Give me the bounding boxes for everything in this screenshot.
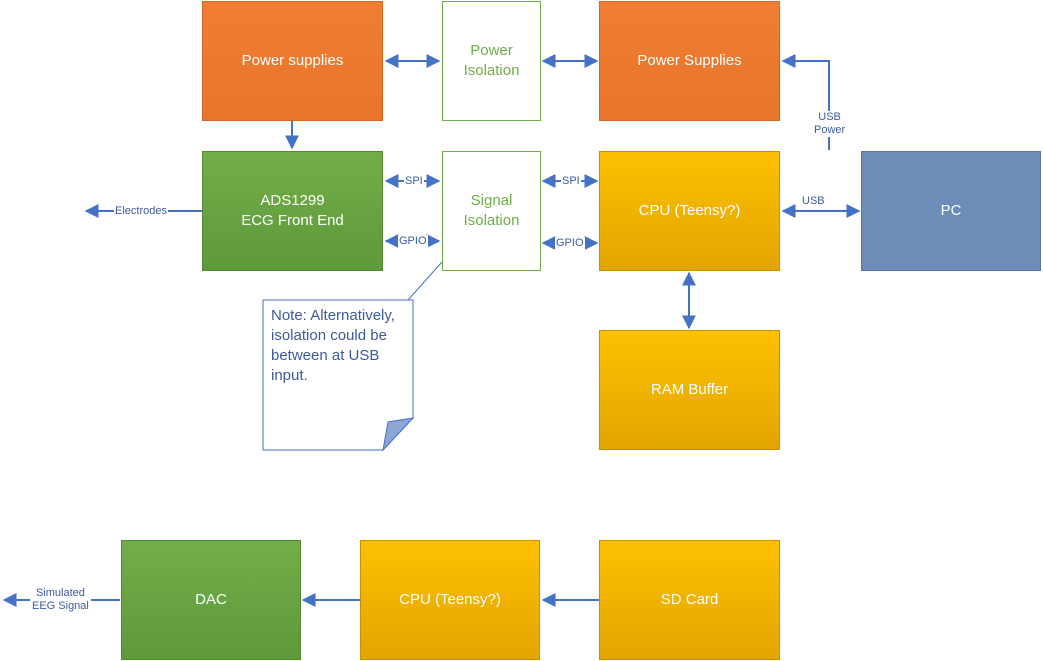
note-shape [262,299,415,452]
cpu-top-label: CPU (Teensy?) [638,202,741,219]
power-supplies-left-label: Power supplies [241,52,344,69]
gpio-left-label: GPIO [398,235,428,248]
cpu-bottom-label: CPU (Teensy?) [399,591,501,608]
power-supplies-left-block: Power supplies [202,1,383,121]
power-isolation-label: Power Isolation [463,42,520,79]
power-supplies-right-block: Power Supplies [599,1,780,121]
power-supplies-right-label: Power Supplies [637,52,742,69]
power-isolation-block: Power Isolation [442,1,541,121]
spi-right-label: SPI [561,175,581,188]
electrodes-label: Electrodes [114,205,168,218]
ram-buffer-label: RAM Buffer [650,381,729,398]
note-callout-line [407,261,443,301]
simulated-eeg-label: Simulated EEG Signal [30,587,91,613]
ram-buffer-block: RAM Buffer [599,330,780,450]
ads1299-block: ADS1299 ECG Front End [202,151,383,271]
cpu-bottom-block: CPU (Teensy?) [360,540,540,660]
signal-isolation-label: Signal Isolation [463,192,520,229]
cpu-top-block: CPU (Teensy?) [599,151,780,271]
usb-label: USB [802,195,825,207]
dac-label: DAC [195,591,227,608]
ads1299-label: ADS1299 ECG Front End [241,192,344,229]
usb-power-label: USB Power [812,111,848,137]
gpio-right-label: GPIO [555,237,585,250]
signal-isolation-block: Signal Isolation [442,151,541,271]
pc-block: PC [861,151,1041,271]
sd-card-label: SD Card [660,591,719,608]
pc-label: PC [940,202,962,219]
sd-card-block: SD Card [599,540,780,660]
dac-block: DAC [121,540,301,660]
note-text: Note: Alternatively, isolation could be … [271,307,395,384]
spi-left-label: SPI [404,175,424,188]
